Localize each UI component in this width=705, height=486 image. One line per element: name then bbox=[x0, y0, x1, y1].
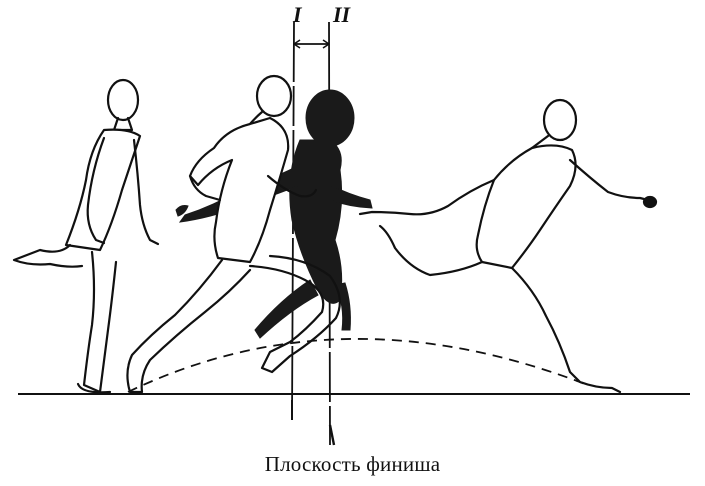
runner-left bbox=[14, 80, 158, 392]
plane-two-label: II bbox=[332, 2, 352, 27]
finish-plane-caption: Плоскость финиша bbox=[0, 452, 705, 477]
trajectory-dashed-arc bbox=[128, 339, 585, 392]
plane-one-label: I bbox=[292, 2, 303, 27]
runner-right bbox=[360, 100, 656, 392]
